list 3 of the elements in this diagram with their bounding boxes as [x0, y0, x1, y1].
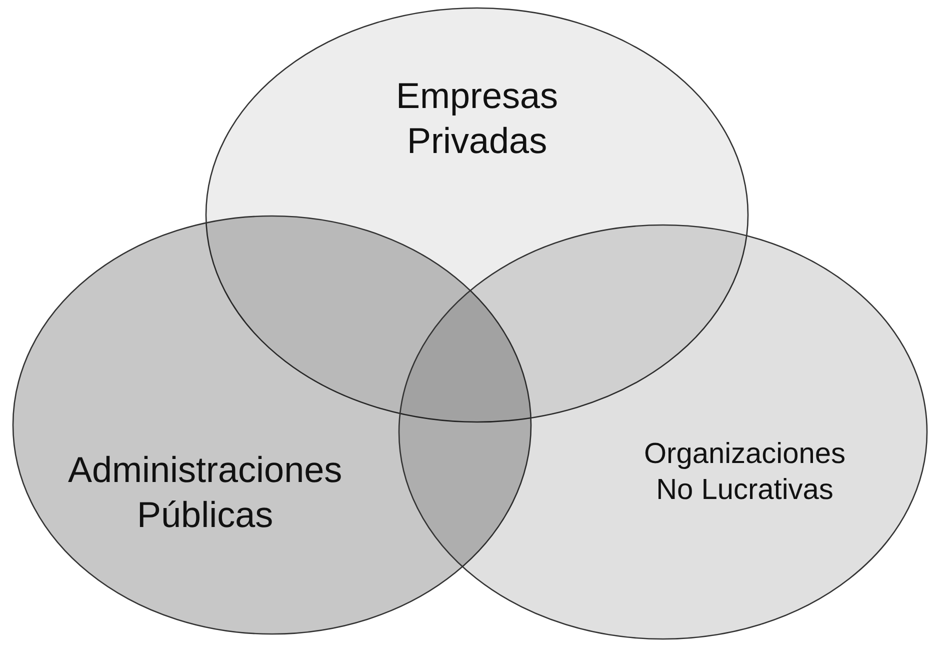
set-label: Empresas Privadas — [396, 74, 558, 163]
set-label: Organizaciones No Lucrativas — [644, 436, 846, 508]
set-label: Administraciones Públicas — [68, 448, 342, 537]
